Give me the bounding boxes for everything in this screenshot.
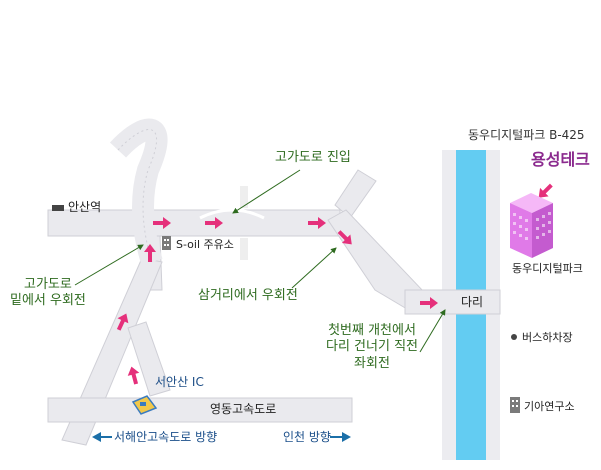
building-icon: [510, 397, 520, 413]
callout-line: 밑에서 우회전: [10, 293, 86, 309]
overpass-bump: [199, 208, 265, 220]
callout-under-overpass: 고가도로 밑에서 우회전: [10, 277, 86, 310]
tall-building-icon: [510, 193, 553, 258]
callout-line: 좌회전: [354, 355, 390, 371]
seoansan-ic-label: 서안산 IC: [155, 375, 204, 389]
bus-stop-label: 버스하차장: [522, 331, 573, 344]
route-arrow: [116, 313, 129, 331]
route-arrow: [127, 366, 140, 385]
ansan-station-label: 안산역: [68, 200, 102, 214]
road-to-bridge: [404, 289, 501, 315]
expressway-label: 영동고속도로: [210, 402, 277, 416]
soil-station-label: S-oil 주유소: [176, 238, 234, 251]
pointer-overpass-entry: [232, 169, 301, 214]
destination-address: 동우디지털파크 B-425: [468, 128, 585, 142]
route-arrow: [420, 297, 438, 309]
route-arrow: [337, 230, 352, 245]
callout-junction: 삼거리에서 우회전: [198, 288, 298, 303]
road-ic-branch: [127, 321, 171, 397]
bridge-label: 다리: [461, 295, 484, 309]
dongwoo-park-label: 동우디지털파크: [512, 262, 583, 275]
route-arrow: [144, 244, 156, 262]
pointer-under-overpass: [74, 244, 144, 286]
building-icon: [162, 236, 171, 250]
route-arrows: [116, 183, 553, 385]
destination-company: 용성테크: [531, 150, 590, 169]
destination-arrow: [538, 183, 553, 198]
kia-lab-label: 기아연구소: [524, 400, 575, 413]
route-arrow: [153, 217, 171, 229]
callout-line: 다리 건너기 직전: [326, 339, 418, 355]
callout-overpass-entry: 고가도로 진입: [275, 150, 351, 165]
callout-line: 첫번째 개천에서: [328, 323, 416, 338]
pointer-junction: [291, 247, 337, 289]
cross-road-mark: [240, 186, 248, 208]
road-junction-upper: [334, 169, 377, 219]
route-arrow: [205, 217, 223, 229]
callout-line: 고가도로: [24, 277, 72, 292]
pointer-first-bridge: [419, 309, 446, 353]
road-expressway: [47, 397, 353, 423]
dot-icon: [511, 334, 517, 340]
interchange-sign-icon: [131, 395, 158, 415]
route-arrow: [308, 217, 326, 229]
west-direction-label: 서해안고속도로 방향: [114, 430, 218, 444]
station-bar-icon: [52, 205, 64, 211]
east-direction-label: 인천 방향: [283, 430, 331, 444]
callout-first-bridge: 첫번째 개천에서 다리 건너기 직전 좌회전: [326, 323, 418, 372]
overpass-loop: [109, 118, 168, 266]
